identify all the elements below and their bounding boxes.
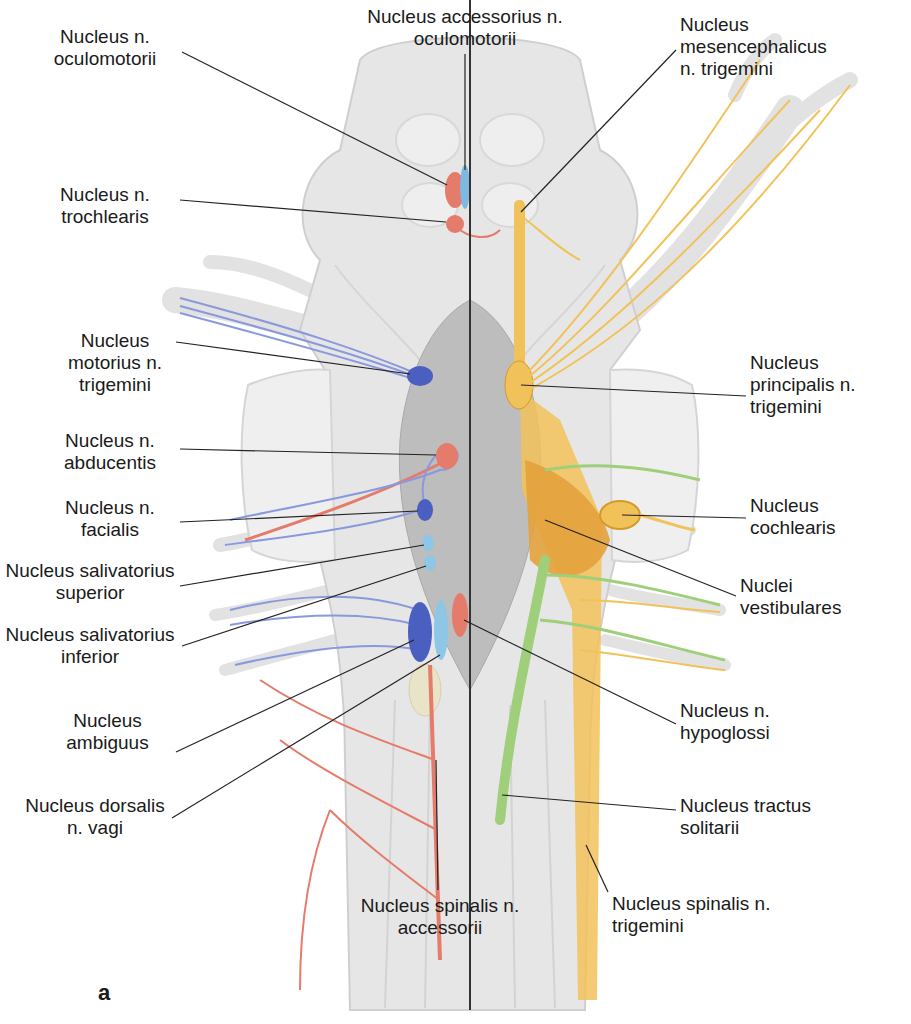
nucleus-label: Nucleus cochlearis — [750, 495, 890, 539]
nucleus-label: Nucleus spinalis n. trigemini — [612, 893, 812, 937]
nucleus-label: Nucleus motorius n. trigemini — [56, 330, 174, 396]
nucleus-label: Nucleus accessorius n. oculomotorii — [345, 6, 585, 50]
nucleus-label: Nucleus dorsalis n. vagi — [20, 795, 170, 839]
nucleus-label: Nucleus salivatorius superior — [0, 560, 180, 604]
nucleus-label: Nucleus salivatorius inferior — [0, 624, 180, 668]
nucleus-label: Nucleus principalis n. trigemini — [750, 352, 890, 418]
nucleus-label: Nucleus n. trochlearis — [30, 184, 180, 228]
nucleus-label: Nucleus n. facialis — [40, 497, 180, 541]
nucleus-label: Nuclei vestibulares — [740, 575, 890, 619]
nucleus-label: Nucleus ambiguus — [40, 710, 175, 754]
nucleus-label: Nucleus spinalis n. accessorii — [340, 895, 540, 939]
nucleus-label: Nucleus n. oculomotorii — [30, 26, 180, 70]
nucleus-label: Nucleus n. abducentis — [40, 430, 180, 474]
nucleus-label: Nucleus tractus solitarii — [680, 795, 840, 839]
nucleus-label: Nucleus n. hypoglossi — [680, 700, 830, 744]
figure-letter: a — [98, 982, 138, 1004]
nucleus-label: Nucleus mesencephalicus n. trigemini — [680, 14, 840, 80]
